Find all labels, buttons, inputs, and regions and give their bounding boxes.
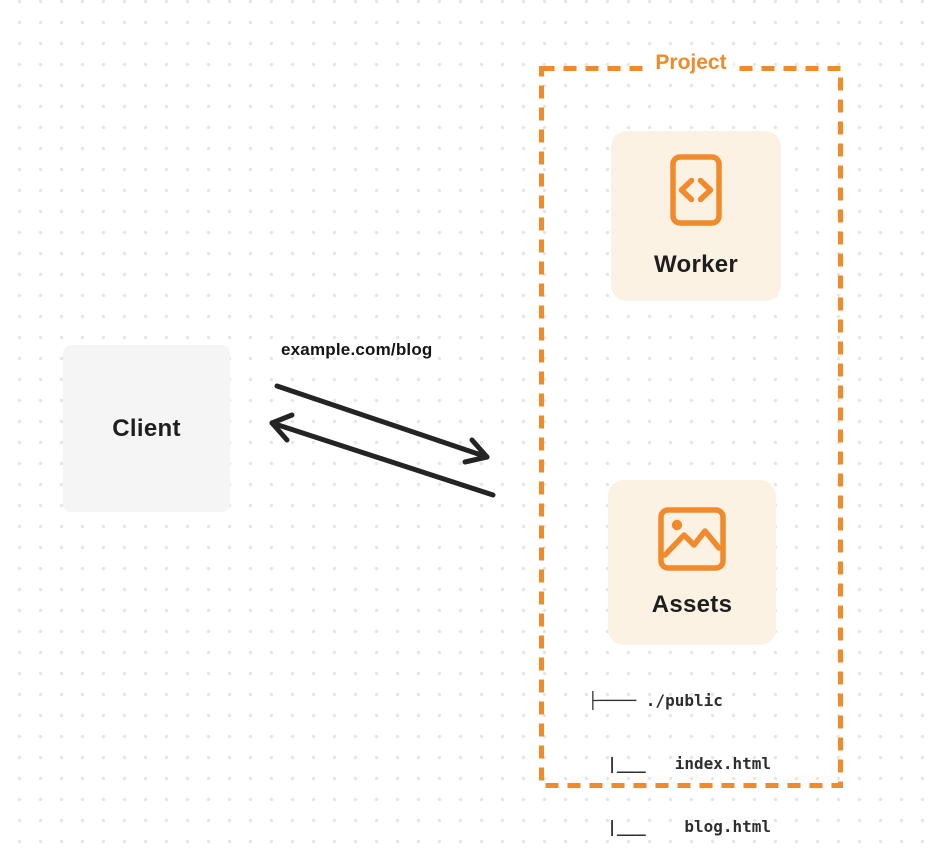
dashed-border — [539, 66, 843, 788]
code-file-icon — [670, 153, 722, 226]
response-arrowhead-icon — [269, 412, 295, 443]
worker-node: Worker — [611, 131, 781, 301]
client-label: Client — [112, 414, 181, 442]
file-tree-line: ├──── ./public — [588, 691, 723, 710]
assets-node: Assets — [608, 480, 776, 645]
request-arrowhead-icon — [462, 437, 490, 465]
file-tree-line: |___ blog.html — [588, 817, 772, 836]
file-tree: ├──── ./public |___ index.html |___ blog… — [588, 648, 771, 860]
client-node: Client — [63, 345, 230, 512]
worker-label: Worker — [653, 250, 739, 278]
response-arrow-line — [269, 420, 496, 498]
image-icon — [658, 506, 726, 571]
file-tree-line: |___ index.html — [588, 754, 772, 773]
project-label: Project — [648, 51, 734, 75]
assets-label: Assets — [651, 590, 733, 618]
request-arrow-line — [274, 383, 490, 460]
request-url-label: example.com/blog — [281, 340, 433, 359]
project-boundary: Project Worker Assets ├──── ./public |__… — [539, 51, 843, 836]
